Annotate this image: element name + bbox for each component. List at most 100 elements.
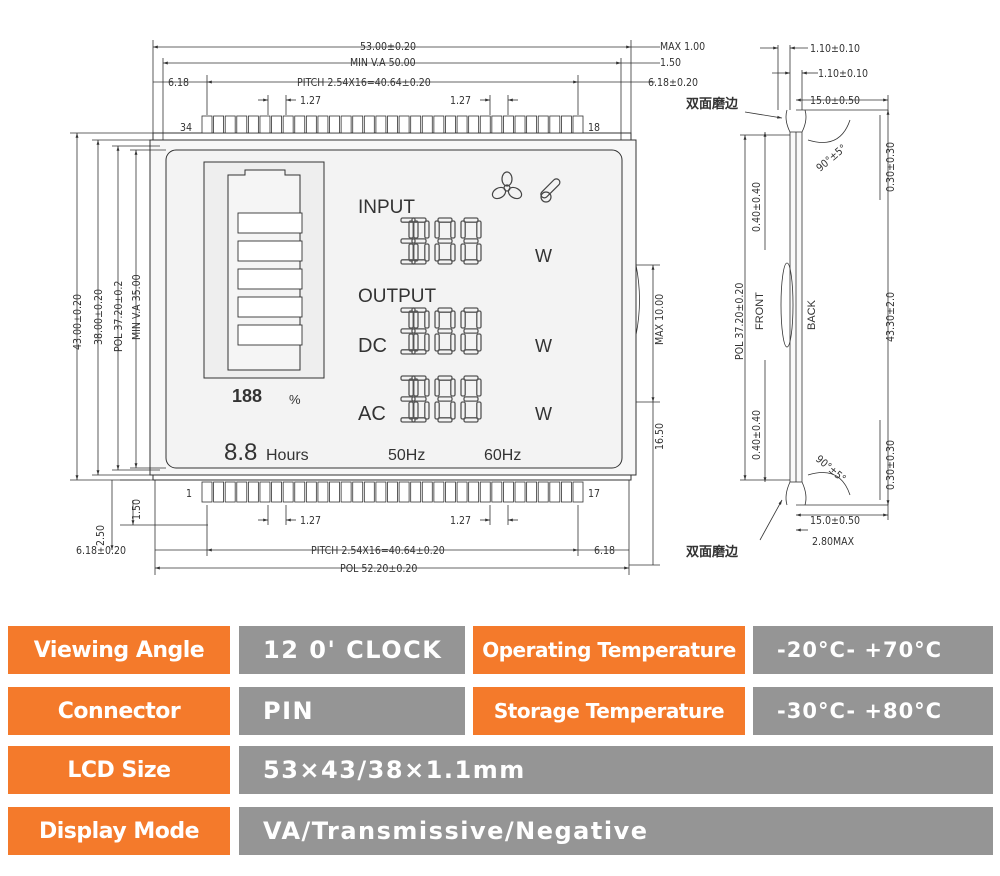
pin-top	[410, 115, 422, 134]
pin-top	[491, 115, 503, 134]
pin-label-18: 18	[588, 122, 600, 134]
dim-pitch-bottom: PITCH 2.54X16=40.64±0.20	[311, 545, 445, 557]
pin-top	[317, 115, 329, 134]
spec-value-lcd-size: 53×43/38×1.1mm	[239, 746, 993, 794]
side-dim-angle-top: 90°±5°	[814, 142, 849, 174]
pin-bottom	[537, 481, 549, 503]
pin-bottom	[572, 481, 584, 503]
pin-top	[387, 115, 398, 134]
pin-bottom	[294, 481, 306, 503]
pin-bottom	[213, 481, 224, 503]
pin-bottom	[352, 481, 364, 503]
pin-top	[340, 115, 352, 134]
dim-pitch-top: PITCH 2.54X16=40.64±0.20	[297, 77, 431, 89]
pin-top	[363, 115, 375, 134]
pin-bottom	[375, 481, 387, 503]
pin-top	[398, 115, 410, 134]
battery-bar-segment	[237, 296, 303, 318]
pin-bottom	[421, 481, 433, 503]
spec-value-viewing-angle: 12 0' CLOCK	[239, 626, 465, 674]
dim-pin-offset-right-bottom: 6.18	[594, 545, 615, 557]
pin-bottom	[247, 481, 259, 503]
pin-bottom	[445, 481, 456, 503]
dim-overall-width: 53.00±0.20	[360, 41, 416, 53]
battery-bar-segment	[237, 324, 303, 346]
pin-bottom	[468, 481, 480, 503]
spec-value-operating-temperature: -20°C- +70°C	[753, 626, 993, 674]
side-dim-top-2: 1.10±0.10	[818, 68, 868, 80]
pin-bottom	[398, 481, 410, 503]
pin-bottom	[340, 481, 352, 503]
side-dim-bottom-gap: 0.30±0.30	[885, 440, 897, 490]
edge-grinding-note-top: 双面磨边	[686, 96, 739, 111]
dim-pin-width-bottom-right: 1.27	[450, 515, 471, 527]
pin-top	[537, 115, 549, 134]
seven-segment-digit	[460, 375, 482, 423]
side-dim-total-height: 43.30±2.0	[885, 292, 897, 342]
side-dim-seal-top: 0.40±0.40	[751, 182, 763, 232]
side-front-label: FRONT	[754, 292, 766, 330]
pin-label-34: 34	[180, 122, 192, 134]
pin-bottom	[503, 481, 514, 503]
dim-max-thickness: MAX 1.00	[660, 41, 705, 53]
seven-segment-digit	[460, 307, 482, 355]
dim-pin-width-bottom-left: 1.27	[300, 515, 321, 527]
side-dim-top-1: 1.10±0.10	[810, 43, 860, 55]
pin-bottom	[329, 481, 340, 503]
dim-pin-offset-left-bottom: 6.18±0.20	[76, 545, 126, 557]
pin-top	[445, 115, 456, 134]
pin-top	[259, 115, 271, 134]
pin-top	[549, 115, 561, 134]
pin-top	[305, 115, 317, 134]
percent-sign: %	[289, 392, 301, 407]
pin-top	[468, 115, 480, 134]
side-dim-seal-bottom: 0.40±0.40	[751, 410, 763, 460]
pin-top	[247, 115, 259, 134]
pin-top	[561, 115, 572, 134]
pin-bottom	[549, 481, 561, 503]
output-label: OUTPUT	[358, 286, 437, 307]
pin-top	[526, 115, 538, 134]
spec-key-connector: Connector	[8, 687, 230, 735]
battery-percent-digits: 188	[232, 386, 262, 406]
pin-top	[503, 115, 514, 134]
thermometer-icon	[540, 178, 561, 203]
pin-top	[421, 115, 433, 134]
dim-min-va-width: MIN V.A 50.00	[350, 57, 416, 69]
dc-label: DC	[358, 335, 387, 357]
spec-key-operating-temperature: Operating Temperature	[473, 626, 745, 674]
pin-bottom	[224, 481, 236, 503]
ac-label: AC	[358, 403, 386, 425]
seven-segment-digit	[408, 375, 430, 423]
battery-bar-segment	[237, 212, 303, 234]
pin-top	[294, 115, 306, 134]
pin-bottom	[317, 481, 329, 503]
seven-segment-digit	[434, 217, 456, 265]
seven-segment-digit	[408, 307, 430, 355]
dim-pin-base-2-50: 2.50	[95, 525, 107, 546]
side-view	[740, 45, 890, 541]
pin-top	[352, 115, 364, 134]
dim-pin-length-max: MAX 10.00	[654, 294, 666, 345]
side-dim-pol-height: POL 37.20±0.20	[734, 283, 746, 360]
dc-output-watt-digits	[400, 307, 482, 355]
lcd-technical-drawing: 34 18 1 17 188 % INPUT OUTPUT DC AC W W …	[70, 40, 897, 575]
pin-top	[201, 115, 213, 134]
pin-bottom	[305, 481, 317, 503]
pin-top	[213, 115, 224, 134]
freq-60hz: 60Hz	[484, 447, 521, 464]
seven-segment-digit	[408, 217, 430, 265]
pin-label-1: 1	[186, 488, 192, 500]
side-dim-bottom-pin: 15.0±0.50	[810, 515, 860, 527]
spec-key-storage-temperature: Storage Temperature	[473, 687, 745, 735]
pin-bottom	[561, 481, 572, 503]
pin-label-17: 17	[588, 488, 600, 500]
dim-pin-width-top-right: 1.27	[450, 95, 471, 107]
pin-bottom	[387, 481, 398, 503]
pin-bottom	[363, 481, 375, 503]
battery-bar-segment	[237, 240, 303, 262]
pin-top	[572, 115, 584, 134]
hours-label: Hours	[266, 447, 309, 464]
spec-key-lcd-size: LCD Size	[8, 746, 230, 794]
battery-indicator	[203, 161, 325, 379]
